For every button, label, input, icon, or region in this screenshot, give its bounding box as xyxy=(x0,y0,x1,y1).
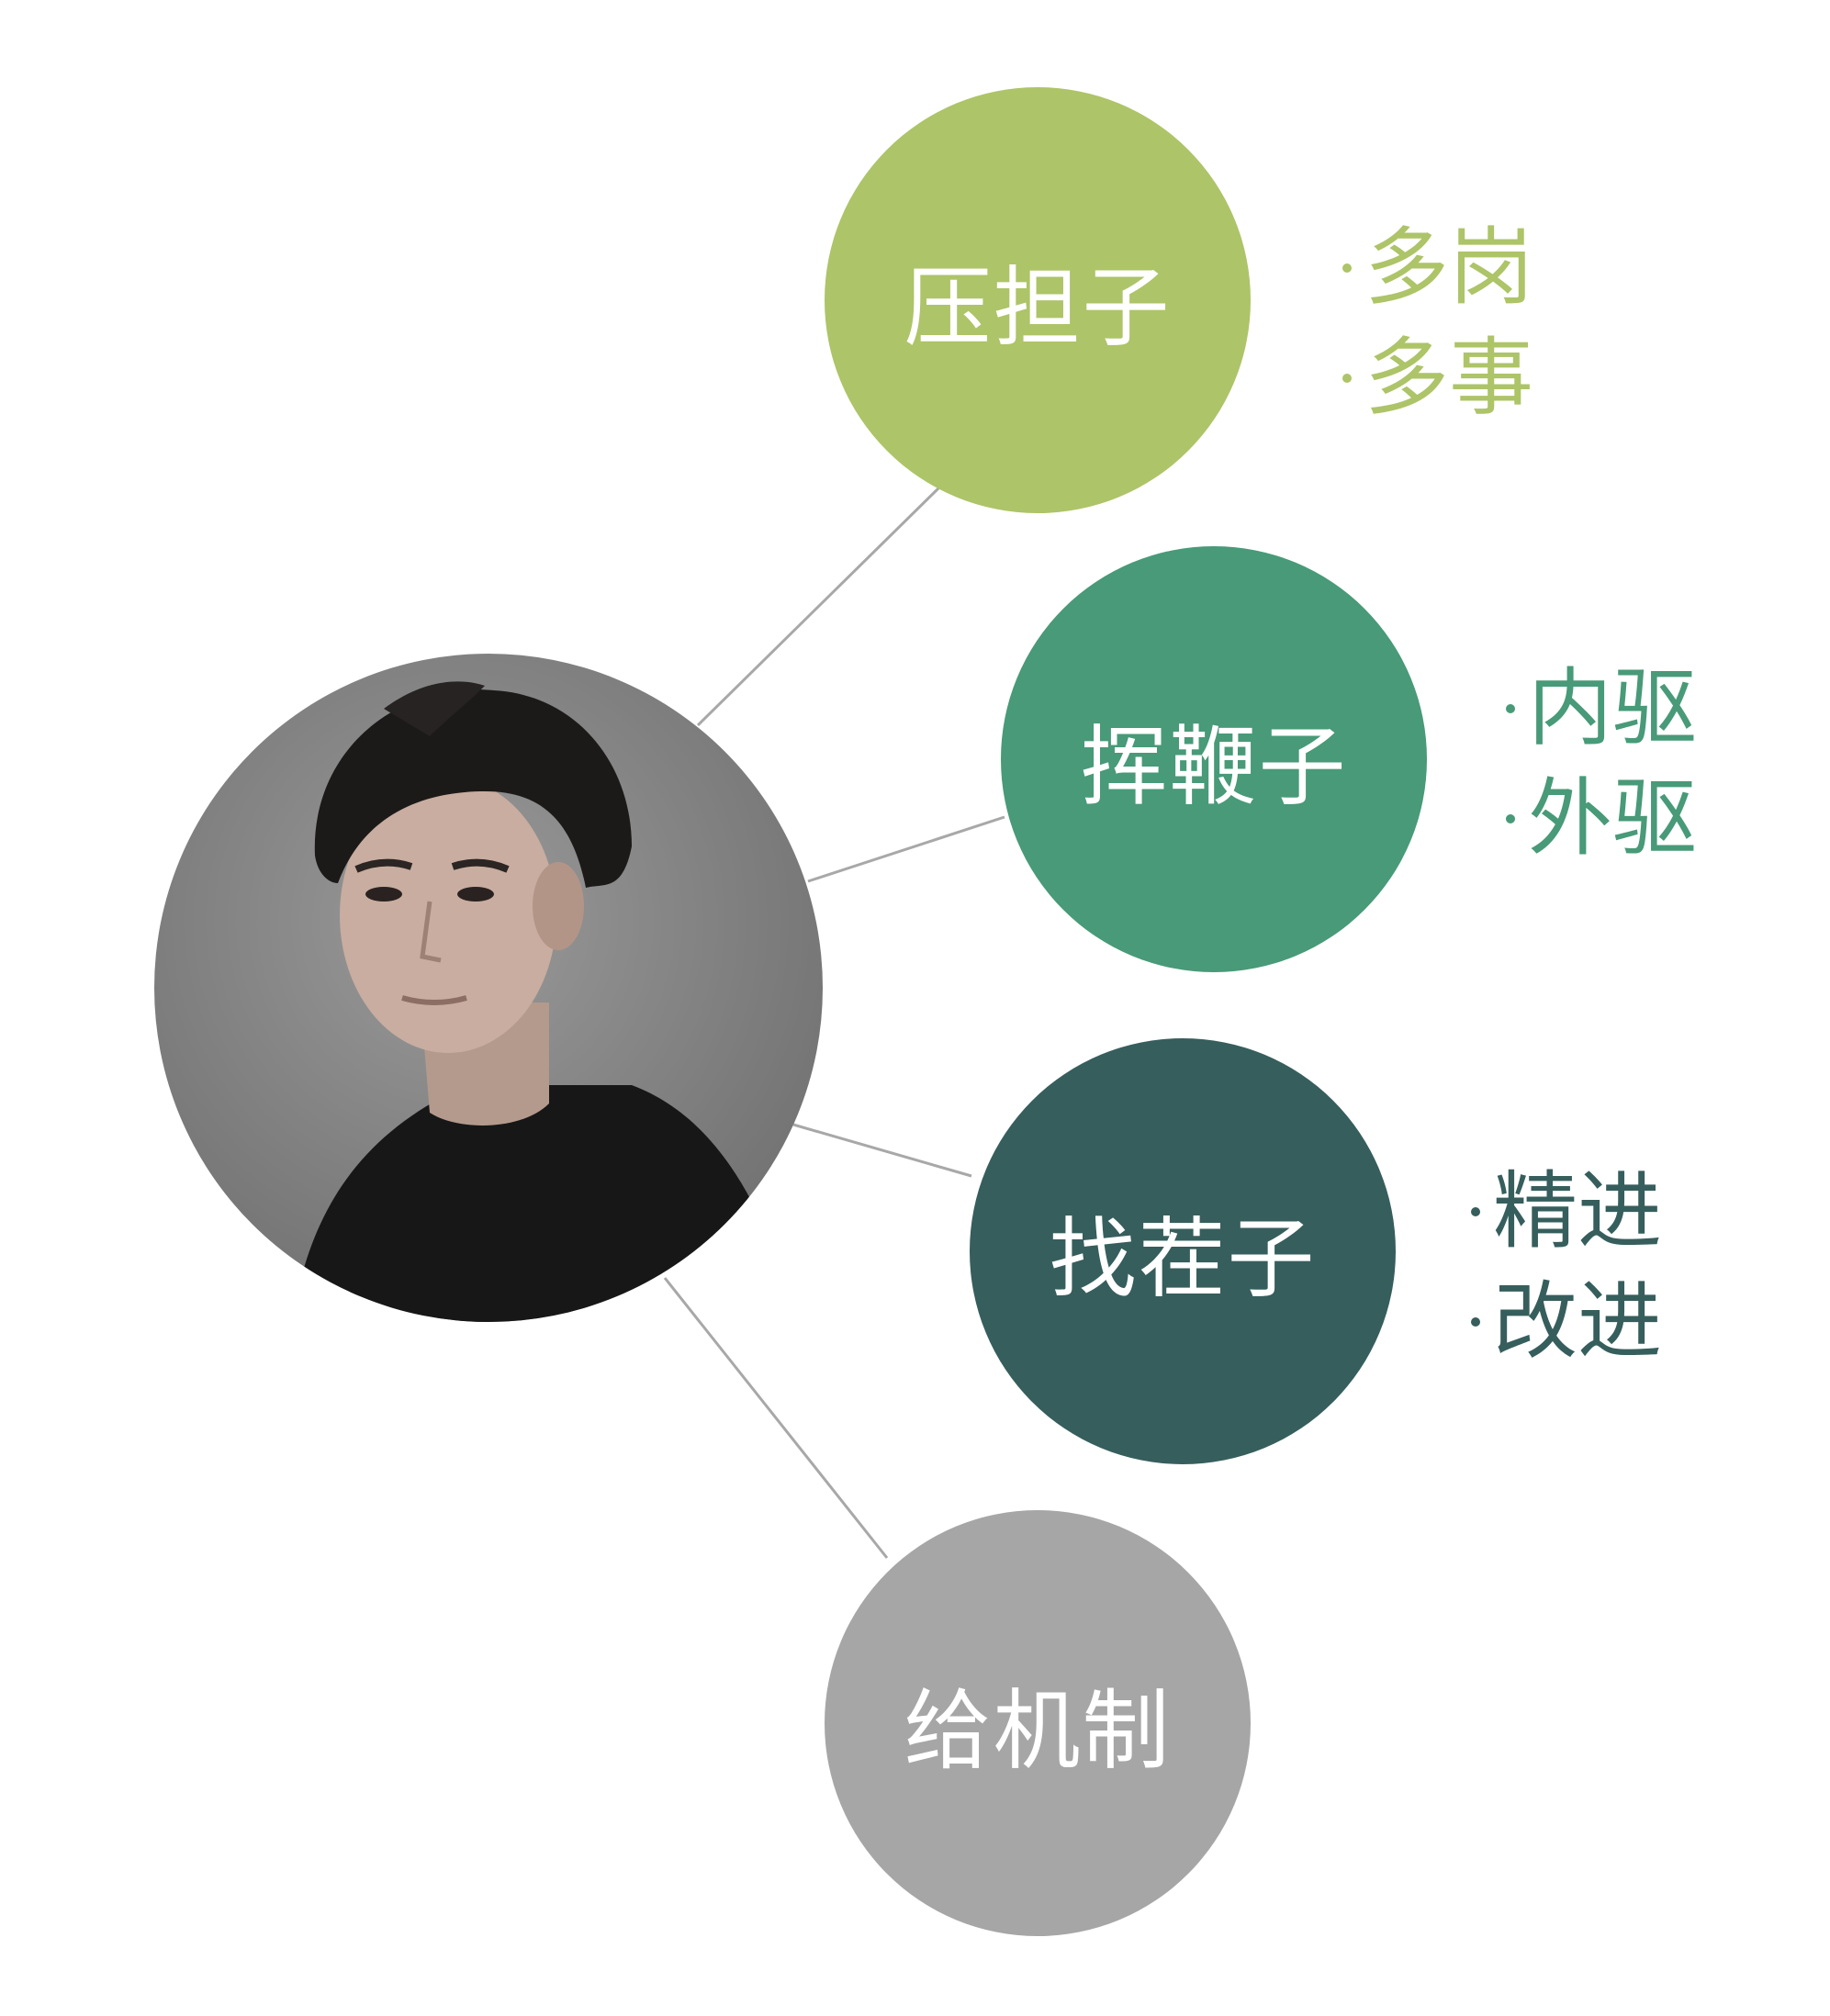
node-label-4: 给机制 xyxy=(904,1680,1172,1782)
bullet-item: 多事 xyxy=(1342,323,1533,433)
bullet-dot-icon xyxy=(1342,263,1352,273)
node-label-3: 找茬子 xyxy=(1049,1208,1317,1310)
bullet-text: 多事 xyxy=(1364,329,1534,427)
connector-2 xyxy=(807,815,1005,883)
node-label-1: 压担子 xyxy=(904,257,1172,359)
bullet-item: 外驱 xyxy=(1506,764,1697,874)
bullet-item: 精进 xyxy=(1471,1157,1662,1267)
bullet-dot-icon xyxy=(1506,814,1515,823)
bullet-dot-icon xyxy=(1342,374,1352,383)
portrait-image xyxy=(154,654,823,1322)
connector-3 xyxy=(792,1123,972,1178)
node-label-2: 挥鞭子 xyxy=(1080,716,1348,818)
bullet-dot-icon xyxy=(1471,1207,1480,1216)
bullet-text: 精进 xyxy=(1493,1162,1663,1260)
bullet-item: 改进 xyxy=(1471,1267,1662,1377)
node-bullets-1: 多岗多事 xyxy=(1342,213,1533,433)
connector-4 xyxy=(663,1277,889,1559)
bullet-text: 多岗 xyxy=(1364,218,1534,317)
node-circle-3: 找茬子 xyxy=(970,1038,1396,1464)
bullet-text: 外驱 xyxy=(1528,769,1698,868)
node-bullets-3: 精进改进 xyxy=(1471,1157,1662,1377)
bullet-item: 内驱 xyxy=(1506,654,1697,764)
node-circle-4: 给机制 xyxy=(825,1510,1251,1936)
bullet-text: 内驱 xyxy=(1528,659,1698,757)
avatar xyxy=(154,654,823,1322)
node-circle-2: 挥鞭子 xyxy=(1001,546,1427,972)
node-bullets-2: 内驱外驱 xyxy=(1506,654,1697,874)
bullet-dot-icon xyxy=(1471,1317,1480,1327)
bullet-dot-icon xyxy=(1506,704,1515,713)
bullet-text: 改进 xyxy=(1493,1272,1663,1371)
node-circle-1: 压担子 xyxy=(825,87,1251,513)
bullet-item: 多岗 xyxy=(1342,213,1533,323)
connector-1 xyxy=(696,483,944,727)
